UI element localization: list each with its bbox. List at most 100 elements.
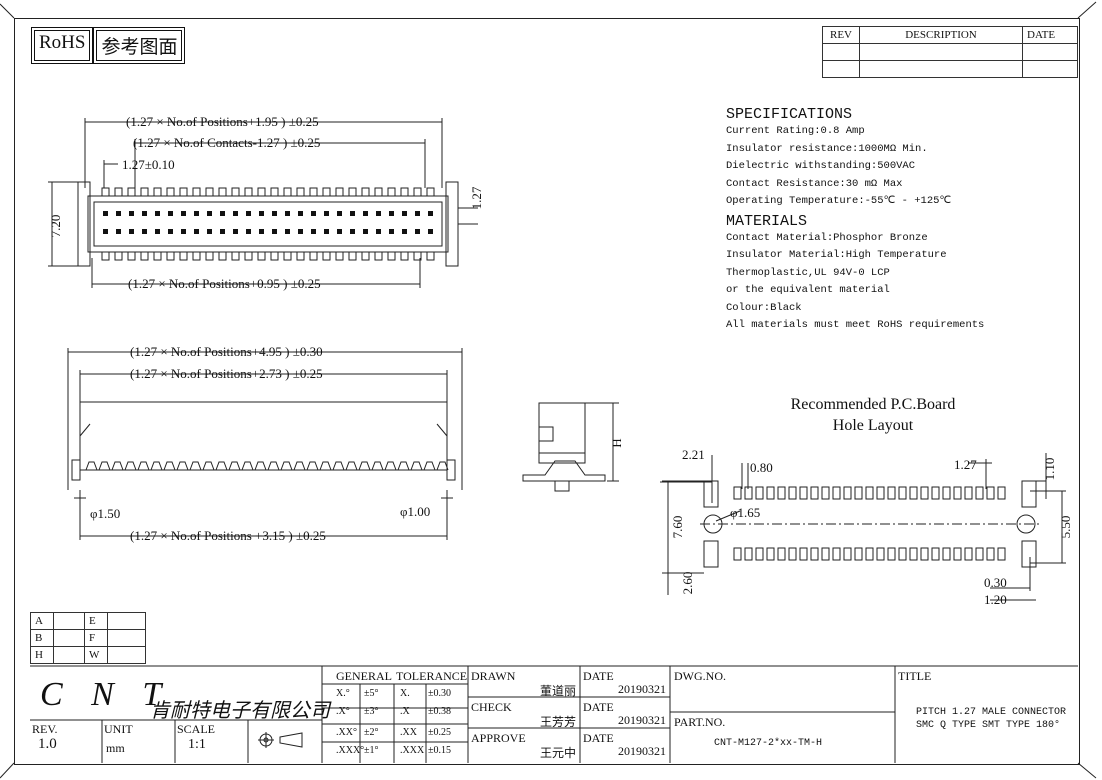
top-terminal-lower — [374, 251, 383, 261]
date-value: 20190321 — [618, 713, 666, 727]
top-terminal-lower — [322, 251, 331, 261]
front-phi-right: φ1.00 — [400, 504, 430, 519]
top-terminal-upper — [231, 187, 240, 197]
scale-value: 1:1 — [188, 737, 206, 752]
top-terminal-lower — [101, 251, 110, 261]
top-contact-upper — [207, 211, 212, 216]
tolerance-cell: ±0.25 — [428, 727, 451, 738]
top-terminal-upper — [140, 187, 149, 197]
top-terminal-lower — [166, 251, 175, 261]
tolerance-cell: ±0.30 — [428, 688, 451, 699]
front-terminal — [423, 461, 436, 471]
top-view-drawing: (1.27 × No.of Positions+1.95 ) ±0.25 (1.… — [48, 114, 484, 291]
top-contact-lower — [350, 229, 355, 234]
pcb-pad-upper — [997, 486, 1006, 500]
check-name: 王芳芳 — [540, 715, 577, 729]
top-terminal-lower — [283, 251, 292, 261]
top-terminal-lower — [309, 251, 318, 261]
material-line: Thermoplastic,UL 94V-0 LCP — [726, 266, 890, 279]
top-terminal-lower — [257, 251, 266, 261]
front-dim-footprint: (1.27 × No.of Positions +3.15 ) ±0.25 — [130, 528, 326, 543]
front-terminal — [371, 461, 384, 471]
top-terminal-upper — [179, 187, 188, 197]
top-terminal-upper — [114, 187, 123, 197]
top-terminal-upper — [270, 187, 279, 197]
top-contact-lower — [194, 229, 199, 234]
revision-table: REV DESCRIPTION DATE — [822, 26, 1078, 78]
pcb-pad-upper — [821, 486, 830, 500]
top-dim-row-pitch: 1.27 — [469, 186, 484, 209]
top-contact-upper — [181, 211, 186, 216]
general-label: GENERAL — [336, 669, 392, 683]
top-view-pins — [101, 187, 435, 261]
pcb-pad-lower — [744, 547, 753, 561]
top-contact-upper — [389, 211, 394, 216]
pcb-dim-550: 5.50 — [1058, 516, 1073, 539]
pcb-pad-lower — [777, 547, 786, 561]
top-terminal-lower — [179, 251, 188, 261]
top-terminal-lower — [205, 251, 214, 261]
top-terminal-lower — [348, 251, 357, 261]
top-terminal-lower — [361, 251, 370, 261]
pcb-pad-upper — [887, 486, 896, 500]
description-header: DESCRIPTION — [859, 26, 1023, 44]
pcb-dim-080: 0.80 — [750, 460, 773, 475]
pcb-pad-lower — [854, 547, 863, 561]
top-terminal-lower — [114, 251, 123, 261]
top-terminal-lower — [153, 251, 162, 261]
pcb-pad-lower — [964, 547, 973, 561]
material-line: or the equivalent material — [726, 284, 890, 296]
top-contact-upper — [246, 211, 251, 216]
top-contact-lower — [129, 229, 134, 234]
front-view-pins — [85, 461, 449, 471]
front-terminal — [332, 461, 345, 471]
top-contact-upper — [337, 211, 342, 216]
pcb-pad-lower — [799, 547, 808, 561]
pcb-pad-upper — [876, 486, 885, 500]
top-contact-upper — [311, 211, 316, 216]
top-dim-pitch: 1.27±0.10 — [122, 157, 175, 172]
pcb-pad-upper — [777, 486, 786, 500]
drawn-name: 董道丽 — [540, 684, 577, 698]
tolerance-cell: .XXX° — [336, 745, 365, 756]
pcb-dim-760: 7.60 — [670, 516, 685, 539]
pcb-title-line2: Hole Layout — [832, 417, 914, 434]
top-terminal-upper — [283, 187, 292, 197]
top-contact-lower — [181, 229, 186, 234]
top-contact-upper — [285, 211, 290, 216]
pcb-pad-lower — [887, 547, 896, 561]
top-contact-lower — [324, 229, 329, 234]
pcb-pad-upper — [986, 486, 995, 500]
top-contact-lower — [155, 229, 160, 234]
top-contact-upper — [103, 211, 108, 216]
material-line: Insulator Material:High Temperature — [726, 249, 947, 261]
top-contact-lower — [428, 229, 433, 234]
top-dim-height: 7.20 — [48, 215, 63, 238]
top-terminal-lower — [192, 251, 201, 261]
side-view-drawing: H — [522, 402, 624, 492]
tolerance-cell: ±5° — [364, 688, 379, 699]
top-contact-lower — [298, 229, 303, 234]
front-terminal — [319, 461, 332, 471]
material-line: Contact Material:Phosphor Bronze — [726, 231, 928, 244]
pcb-pad-upper — [744, 486, 753, 500]
front-terminal — [345, 461, 358, 471]
unit-label: UNIT — [104, 722, 133, 736]
top-terminal-lower — [387, 251, 396, 261]
front-terminal — [124, 461, 137, 471]
front-view-drawing: (1.27 × No.of Positions+4.95 ) ±0.30 (1.… — [67, 344, 463, 543]
top-terminal-lower — [296, 251, 305, 261]
top-terminal-upper — [192, 187, 201, 197]
top-terminal-lower — [231, 251, 240, 261]
dwg-no-label: DWG.NO. — [674, 669, 726, 683]
specifications-title: SPECIFICATIONS — [726, 106, 853, 123]
top-contact-upper — [415, 211, 420, 216]
pcb-dim-260: 2.60 — [680, 572, 695, 595]
company-name: 肯耐特电子有限公司 — [150, 700, 330, 722]
pcb-pad-upper — [953, 486, 962, 500]
top-terminal-lower — [413, 251, 422, 261]
pcb-pad-lower — [843, 547, 852, 561]
front-terminal — [293, 461, 306, 471]
pcb-pad-upper — [964, 486, 973, 500]
drawn-label: DRAWN — [471, 669, 516, 683]
